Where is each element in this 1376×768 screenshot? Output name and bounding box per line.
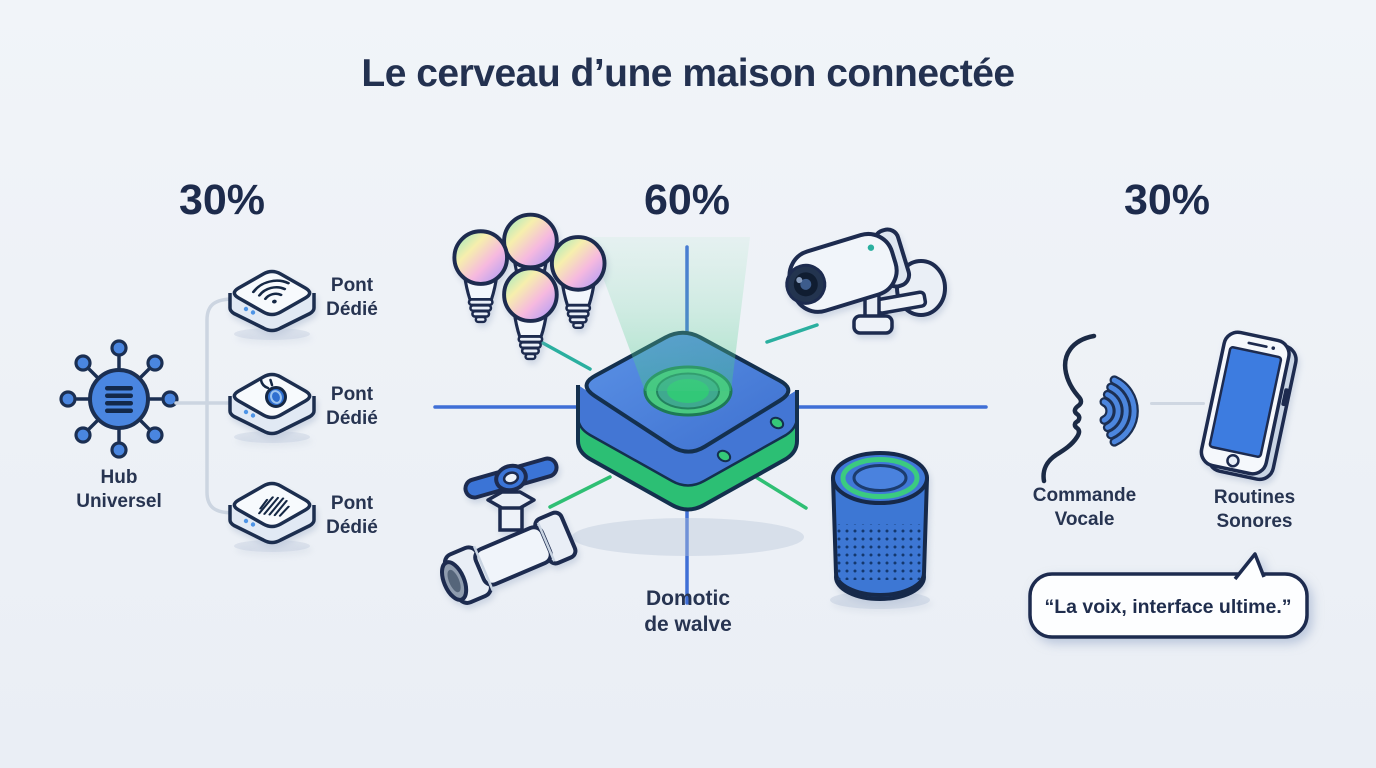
voice-command-label: Commande Vocale (1032, 485, 1137, 530)
bridge-box-wifi (228, 269, 316, 340)
page-title: Le cerveau d’une maison connectée (361, 52, 1015, 95)
wifi-icon (251, 279, 290, 304)
rf-signal-icon (258, 496, 290, 517)
icon-connector-line (1150, 402, 1205, 405)
smart-bulbs-icon (452, 212, 607, 361)
percent-left: 30% (178, 176, 266, 224)
percent-right: 30% (1123, 176, 1211, 224)
security-camera-icon (785, 227, 947, 335)
face-profile (1041, 333, 1097, 484)
hub-stage (433, 237, 988, 605)
light-beam (588, 237, 750, 391)
voice-command-icon (1041, 333, 1139, 484)
center-caption: Domotic de walve (644, 587, 732, 637)
sound-waves (1099, 375, 1139, 447)
universal-hub-icon (59, 339, 179, 459)
water-valve-icon (440, 456, 578, 605)
phone-label: Routines Sonores (1213, 487, 1296, 532)
smart-hub-device (572, 330, 804, 556)
bracket-connector (174, 297, 236, 515)
speech-bubble-text: “La voix, interface ultime.” (1044, 596, 1291, 618)
bridge-label: Pont Dédié (326, 275, 378, 320)
smartphone-icon (1199, 330, 1298, 482)
percent-center: 60% (643, 176, 731, 224)
hub-label: Hub Universel (76, 467, 162, 512)
bridge-label: Pont Dédié (326, 384, 378, 429)
zigbee-icon (259, 378, 287, 408)
smart-speaker-icon (830, 451, 930, 609)
bridge-box-zigbee (228, 372, 316, 443)
speech-bubble: “La voix, interface ultime.” (1028, 552, 1309, 639)
bridge-label: Pont Dédié (326, 493, 378, 538)
bridge-box-rf (228, 481, 316, 552)
